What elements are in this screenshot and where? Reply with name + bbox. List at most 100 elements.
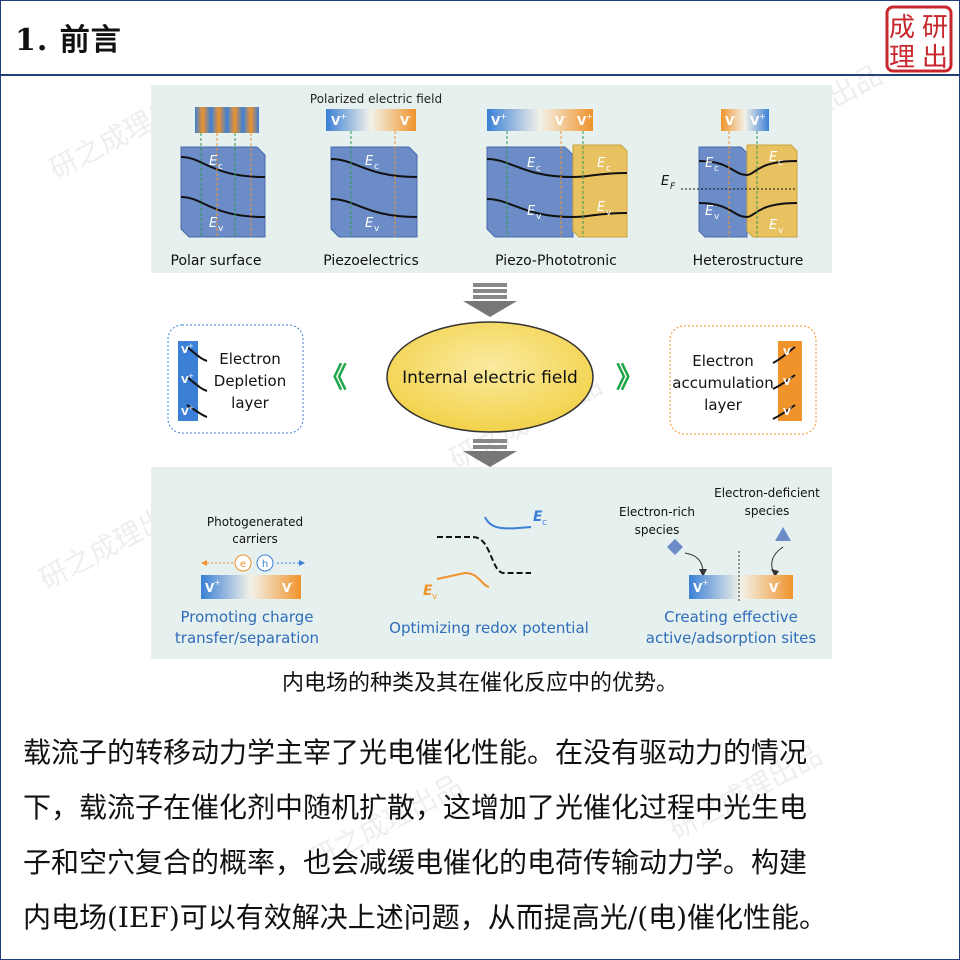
svg-text:V: V	[783, 347, 791, 358]
svg-text:E: E	[423, 583, 433, 599]
carriers-text-2: carriers	[232, 532, 278, 546]
accumulation-text-1: Electron	[692, 352, 754, 370]
logo-char-3: 理	[889, 43, 915, 73]
svg-text:-: -	[778, 578, 781, 587]
svg-text:v: v	[606, 208, 612, 218]
paragraph-line-3: 子和空穴复合的概率，也会减缓电催化的电荷传输动力学。构建	[23, 846, 808, 879]
depletion-text-2: Depletion	[214, 372, 286, 390]
promoting-caption-1: Promoting charge	[180, 608, 313, 626]
svg-text:+: +	[188, 372, 194, 380]
iefs-figure: Polarized electric field E c E v Polar s…	[151, 85, 832, 659]
active-sites-bar	[689, 575, 793, 599]
paragraph-line-2: 下，载流子在催化剂中随机扩散，这增加了光催化过程中光生电	[23, 791, 808, 824]
svg-text:V: V	[555, 114, 565, 128]
svg-text:+: +	[188, 404, 194, 412]
svg-text:-: -	[790, 374, 793, 382]
accumulation-text-3: layer	[704, 396, 742, 414]
svg-text:c: c	[606, 164, 611, 174]
svg-text:c: c	[778, 158, 783, 168]
active-caption-1: Creating effective	[664, 608, 798, 626]
internal-field-ellipse	[386, 321, 594, 433]
svg-text:+: +	[586, 112, 593, 121]
paragraph-line-1: 载流子的转移动力学主宰了光电催化性能。在没有驱动力的情况	[23, 736, 808, 769]
label-polar-surface: Polar surface	[171, 253, 262, 269]
section-title: 1. 前言	[15, 23, 122, 58]
electron-icon	[234, 554, 252, 572]
svg-text:F: F	[670, 182, 676, 192]
svg-text:v: v	[432, 592, 438, 602]
svg-text:E: E	[209, 216, 218, 231]
svg-text:+: +	[188, 342, 194, 350]
svg-text:E: E	[705, 156, 714, 171]
figure-caption: 内电场的种类及其在催化反应中的优势。	[281, 671, 678, 696]
accumulation-text-2: accumulation	[672, 374, 773, 392]
svg-text:E: E	[597, 156, 606, 171]
chevron-left-icon: 《	[319, 361, 347, 394]
arrow-down-icon	[463, 439, 517, 467]
svg-text:E: E	[705, 204, 714, 219]
svg-text:-: -	[409, 112, 412, 121]
label-heterostructure: Heterostructure	[693, 253, 804, 269]
rich-text-2: species	[635, 523, 680, 537]
svg-text:-: -	[734, 112, 737, 121]
deficient-text-1: Electron-deficient	[714, 486, 820, 500]
svg-text:V: V	[181, 375, 189, 386]
svg-text:-: -	[291, 578, 294, 587]
svg-text:V: V	[783, 377, 791, 388]
svg-text:v: v	[778, 226, 784, 236]
svg-text:-: -	[790, 344, 793, 352]
piezo-phototronic-diagram: V + V - V + E c E v E c E v	[486, 109, 628, 238]
label-piezo-phototronic: Piezo-Phototronic	[495, 253, 617, 269]
svg-text:+: +	[340, 112, 347, 121]
piezoelectrics-diagram: V + V - E c E v	[326, 109, 418, 238]
rich-text-1: Electron-rich	[619, 505, 695, 519]
svg-text:E: E	[661, 174, 670, 189]
depletion-bar	[178, 341, 198, 421]
cb-curve	[484, 516, 532, 530]
svg-text:V: V	[783, 407, 791, 418]
svg-text:c: c	[714, 164, 719, 174]
svg-text:E: E	[597, 200, 606, 215]
svg-text:E: E	[769, 150, 778, 165]
svg-text:V: V	[205, 581, 215, 595]
svg-text:v: v	[374, 224, 380, 234]
header-bar: 1. 前言 成 研 理 出	[1, 1, 959, 76]
internal-field-label: Internal electric field	[402, 368, 578, 388]
svg-text:v: v	[714, 212, 720, 222]
logo-char-4: 出	[922, 43, 948, 73]
svg-text:+: +	[702, 578, 709, 587]
carriers-text-1: Photogenerated	[207, 515, 303, 529]
diamond-species-icon	[667, 539, 683, 555]
svg-text:+: +	[759, 112, 766, 121]
fermi-dashed-curve	[437, 536, 531, 574]
svg-text:E: E	[533, 509, 543, 525]
deficient-text-2: species	[745, 504, 790, 518]
svg-text:V: V	[181, 407, 189, 418]
vb-curve	[436, 571, 490, 588]
paragraph-line-4: 内电场(IEF)可以有效解决上述问题，从而提高光/(电)催化性能。	[23, 901, 828, 934]
triangle-species-icon	[775, 527, 791, 541]
body-paragraph: 载流子的转移动力学主宰了光电催化性能。在没有驱动力的情况 下，载流子在催化剂中随…	[23, 725, 939, 945]
polar-surface-diagram: E c E v	[180, 107, 266, 238]
svg-text:V: V	[331, 114, 341, 128]
svg-text:E: E	[769, 218, 778, 233]
svg-text:c: c	[218, 162, 223, 172]
svg-text:e: e	[240, 559, 246, 570]
arrow-down-icon	[463, 283, 517, 317]
active-caption-2: active/adsorption sites	[646, 629, 817, 647]
svg-text:E: E	[527, 156, 536, 171]
svg-text:c: c	[542, 518, 547, 528]
depletion-text-3: layer	[231, 394, 269, 412]
chevron-right-icon: 》	[616, 361, 644, 394]
seal-logo-icon: 成 研 理 出	[885, 5, 953, 73]
svg-text:E: E	[365, 154, 374, 169]
svg-text:V: V	[750, 114, 760, 128]
svg-text:V: V	[400, 114, 410, 128]
svg-text:c: c	[374, 162, 379, 172]
svg-text:+: +	[500, 112, 507, 121]
svg-text:E: E	[365, 216, 374, 231]
logo-char-2: 研	[922, 13, 948, 43]
depletion-box	[167, 324, 304, 434]
depletion-text-1: Electron	[219, 350, 281, 368]
